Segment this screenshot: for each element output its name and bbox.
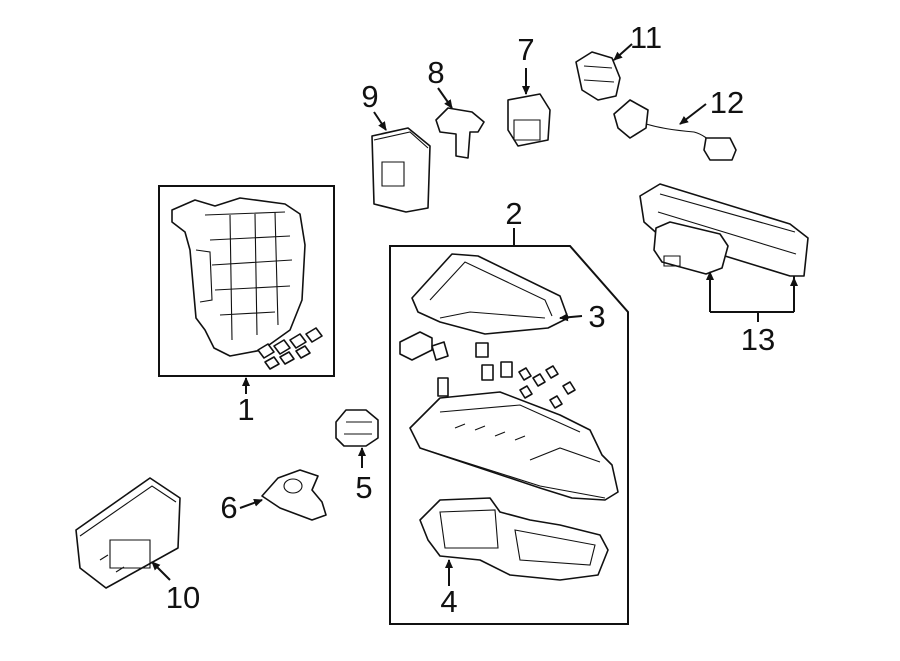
part-13-bracket-and-module[interactable]: 13 bbox=[639, 183, 809, 357]
callout-8: 8 bbox=[427, 55, 444, 90]
callout-13: 13 bbox=[741, 322, 775, 357]
part-1-frame bbox=[158, 185, 335, 377]
part-2-frame bbox=[389, 245, 629, 625]
part-2-fuse-box-assembly[interactable]: 2 3 bbox=[389, 196, 629, 625]
callout-11: 11 bbox=[630, 20, 662, 55]
part-6-sensor[interactable]: 6 bbox=[220, 469, 327, 525]
callout-3: 3 bbox=[588, 299, 605, 334]
part-7-relay[interactable]: 7 bbox=[507, 32, 551, 147]
callout-12: 12 bbox=[710, 85, 744, 120]
part-3-fuse-box-cover[interactable]: 3 bbox=[411, 253, 606, 335]
callout-7: 7 bbox=[517, 32, 534, 67]
part-8-bracket[interactable]: 8 bbox=[427, 55, 485, 159]
part-11-connector[interactable]: 11 bbox=[575, 20, 662, 101]
part-4-lower-case[interactable]: 4 bbox=[419, 497, 609, 619]
callout-2: 2 bbox=[505, 196, 522, 231]
callout-6: 6 bbox=[220, 490, 237, 525]
part-9-control-unit[interactable]: 9 bbox=[361, 79, 431, 213]
callout-1: 1 bbox=[237, 392, 254, 427]
fuse-box-main bbox=[409, 391, 619, 501]
callout-9: 9 bbox=[361, 79, 378, 114]
callout-5: 5 bbox=[355, 470, 372, 505]
relays-and-fuses bbox=[399, 331, 576, 409]
part-5-relay[interactable]: 5 bbox=[335, 409, 379, 505]
callout-10: 10 bbox=[166, 580, 200, 615]
part-10-control-module[interactable]: 10 bbox=[75, 477, 200, 615]
part-1-relay-box[interactable]: 1 bbox=[158, 185, 335, 427]
callout-4: 4 bbox=[440, 584, 457, 619]
part-12-harness[interactable]: 12 bbox=[613, 85, 744, 161]
